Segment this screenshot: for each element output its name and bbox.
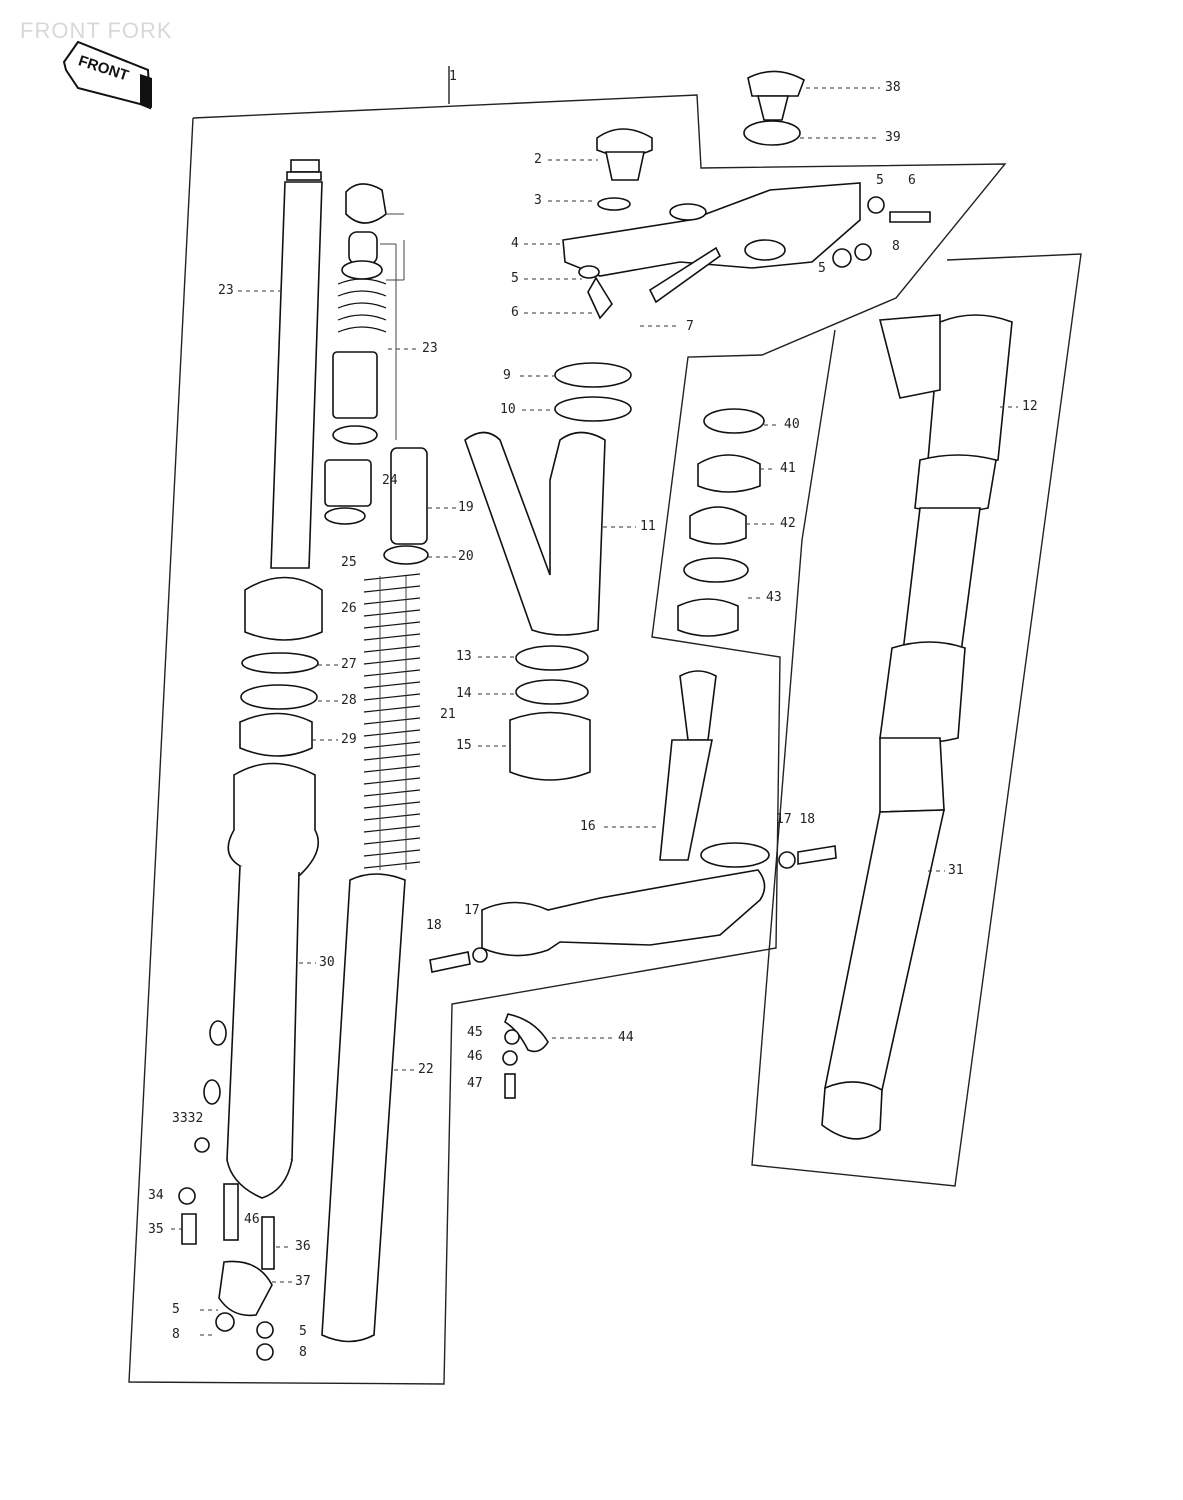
top-bracket-assembly	[562, 128, 931, 320]
fork-leg-right	[821, 314, 1013, 1140]
callout-c20: 20	[458, 549, 474, 564]
callout-c36: 36	[295, 1239, 311, 1254]
callout-c46b: 46	[244, 1212, 260, 1227]
callout-c6a: 6	[511, 305, 519, 320]
callout-c42: 42	[780, 516, 796, 531]
front-direction-badge: FRONT	[62, 40, 152, 110]
seal-rings	[239, 652, 319, 757]
callout-c43: 43	[766, 590, 782, 605]
callout-c17: 17	[464, 903, 480, 918]
callout-c19: 19	[458, 500, 474, 515]
steering-stem	[429, 670, 837, 973]
callout-c8a: 8	[892, 239, 900, 254]
callout-c3332: 3332	[172, 1111, 203, 1126]
callout-c16: 16	[580, 819, 596, 834]
callout-c15: 15	[456, 738, 472, 753]
breather-parts	[502, 1013, 549, 1099]
callout-c44: 44	[618, 1030, 634, 1045]
callout-c2: 2	[534, 152, 542, 167]
callout-c12: 12	[1022, 399, 1038, 414]
axle-clamp-parts	[178, 1137, 275, 1361]
fork-spring	[363, 447, 429, 870]
callout-c5d: 5	[172, 1302, 180, 1317]
callout-c23b: 23	[422, 341, 438, 356]
callout-c5e: 5	[299, 1324, 307, 1339]
inner-tube-left	[244, 159, 323, 641]
callout-c5c: 5	[818, 261, 826, 276]
callout-c10: 10	[500, 402, 516, 417]
callout-c9: 9	[503, 368, 511, 383]
callout-c30: 30	[319, 955, 335, 970]
callout-c5b: 5	[876, 173, 884, 188]
outer-tube-left	[203, 762, 319, 1199]
callout-c35: 35	[148, 1222, 164, 1237]
callout-c29: 29	[341, 732, 357, 747]
callout-c22: 22	[418, 1062, 434, 1077]
callout-c6b: 6	[908, 173, 916, 188]
callout-c23a: 23	[218, 283, 234, 298]
callout-c25: 25	[341, 555, 357, 570]
main-group-outline	[128, 94, 1007, 1385]
damper-parts-stack	[324, 183, 387, 525]
callout-c45: 45	[467, 1025, 483, 1040]
callout-c7: 7	[686, 319, 694, 334]
callout-c13: 13	[456, 649, 472, 664]
callout-c26: 26	[341, 601, 357, 616]
callout-c34: 34	[148, 1188, 164, 1203]
callout-c31: 31	[948, 863, 964, 878]
callout-c8c: 8	[299, 1345, 307, 1360]
callout-c3: 3	[534, 193, 542, 208]
callout-c27: 27	[341, 657, 357, 672]
callout-c17b: 17 18	[776, 812, 815, 827]
long-tube	[321, 873, 406, 1343]
stem-bearing-set	[677, 408, 765, 637]
callout-c21: 21	[440, 707, 456, 722]
callout-c14: 14	[456, 686, 472, 701]
callout-c24: 24	[382, 473, 398, 488]
page-title: FRONT FORK	[20, 18, 173, 43]
callout-c46a: 46	[467, 1049, 483, 1064]
callout-c1: 1	[449, 69, 457, 84]
callout-c5a: 5	[511, 271, 519, 286]
right-group-outline	[751, 253, 1082, 1187]
callout-c18a: 18	[426, 918, 442, 933]
callout-c40: 40	[784, 417, 800, 432]
callout-c39: 39	[885, 130, 901, 145]
dust-cap	[743, 70, 805, 146]
steering-head	[464, 362, 632, 781]
callout-c38: 38	[885, 80, 901, 95]
callout-c37: 37	[295, 1274, 311, 1289]
leader-lines	[171, 87, 1018, 1336]
callout-c28: 28	[341, 693, 357, 708]
callout-c11: 11	[640, 519, 656, 534]
callout-c4: 4	[511, 236, 519, 251]
callout-c8b: 8	[172, 1327, 180, 1342]
callout-c47: 47	[467, 1076, 483, 1091]
callout-c41: 41	[780, 461, 796, 476]
